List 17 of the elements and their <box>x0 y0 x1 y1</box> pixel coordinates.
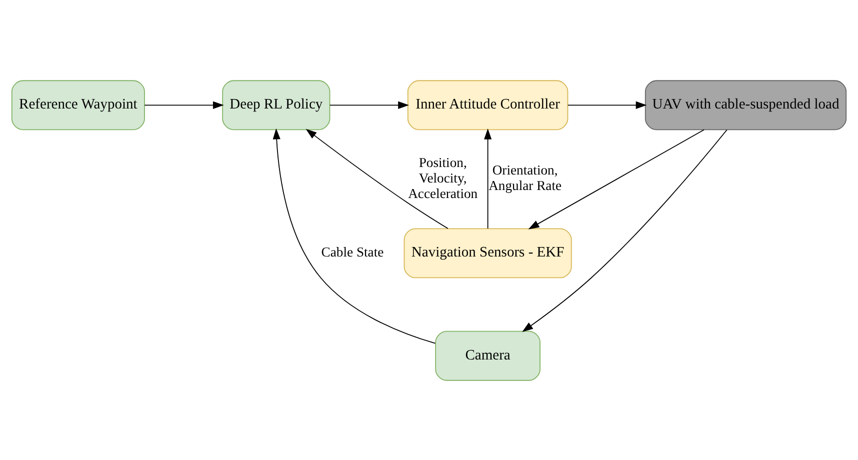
arrow <box>272 128 436 344</box>
arrow <box>306 128 448 228</box>
arrow <box>144 100 224 108</box>
arrow <box>567 100 647 108</box>
arrow <box>329 100 409 108</box>
edge-label: Orientation, Angular Rate <box>488 162 562 193</box>
arrow <box>484 128 492 228</box>
node-box: Camera <box>435 330 540 380</box>
node-box: Deep RL Policy <box>222 80 330 130</box>
edge-label: Position, Velocity, Acceleration <box>408 154 478 200</box>
arrow <box>528 128 704 229</box>
edge-label: Cable State <box>321 244 384 259</box>
arrow <box>522 128 728 332</box>
node-box: Navigation Sensors - EKF <box>404 228 572 278</box>
node-box: Inner Attitude Controller <box>407 80 568 130</box>
node-box: Reference Waypoint <box>11 80 145 130</box>
node-box: UAV with cable-suspended load <box>644 80 847 130</box>
